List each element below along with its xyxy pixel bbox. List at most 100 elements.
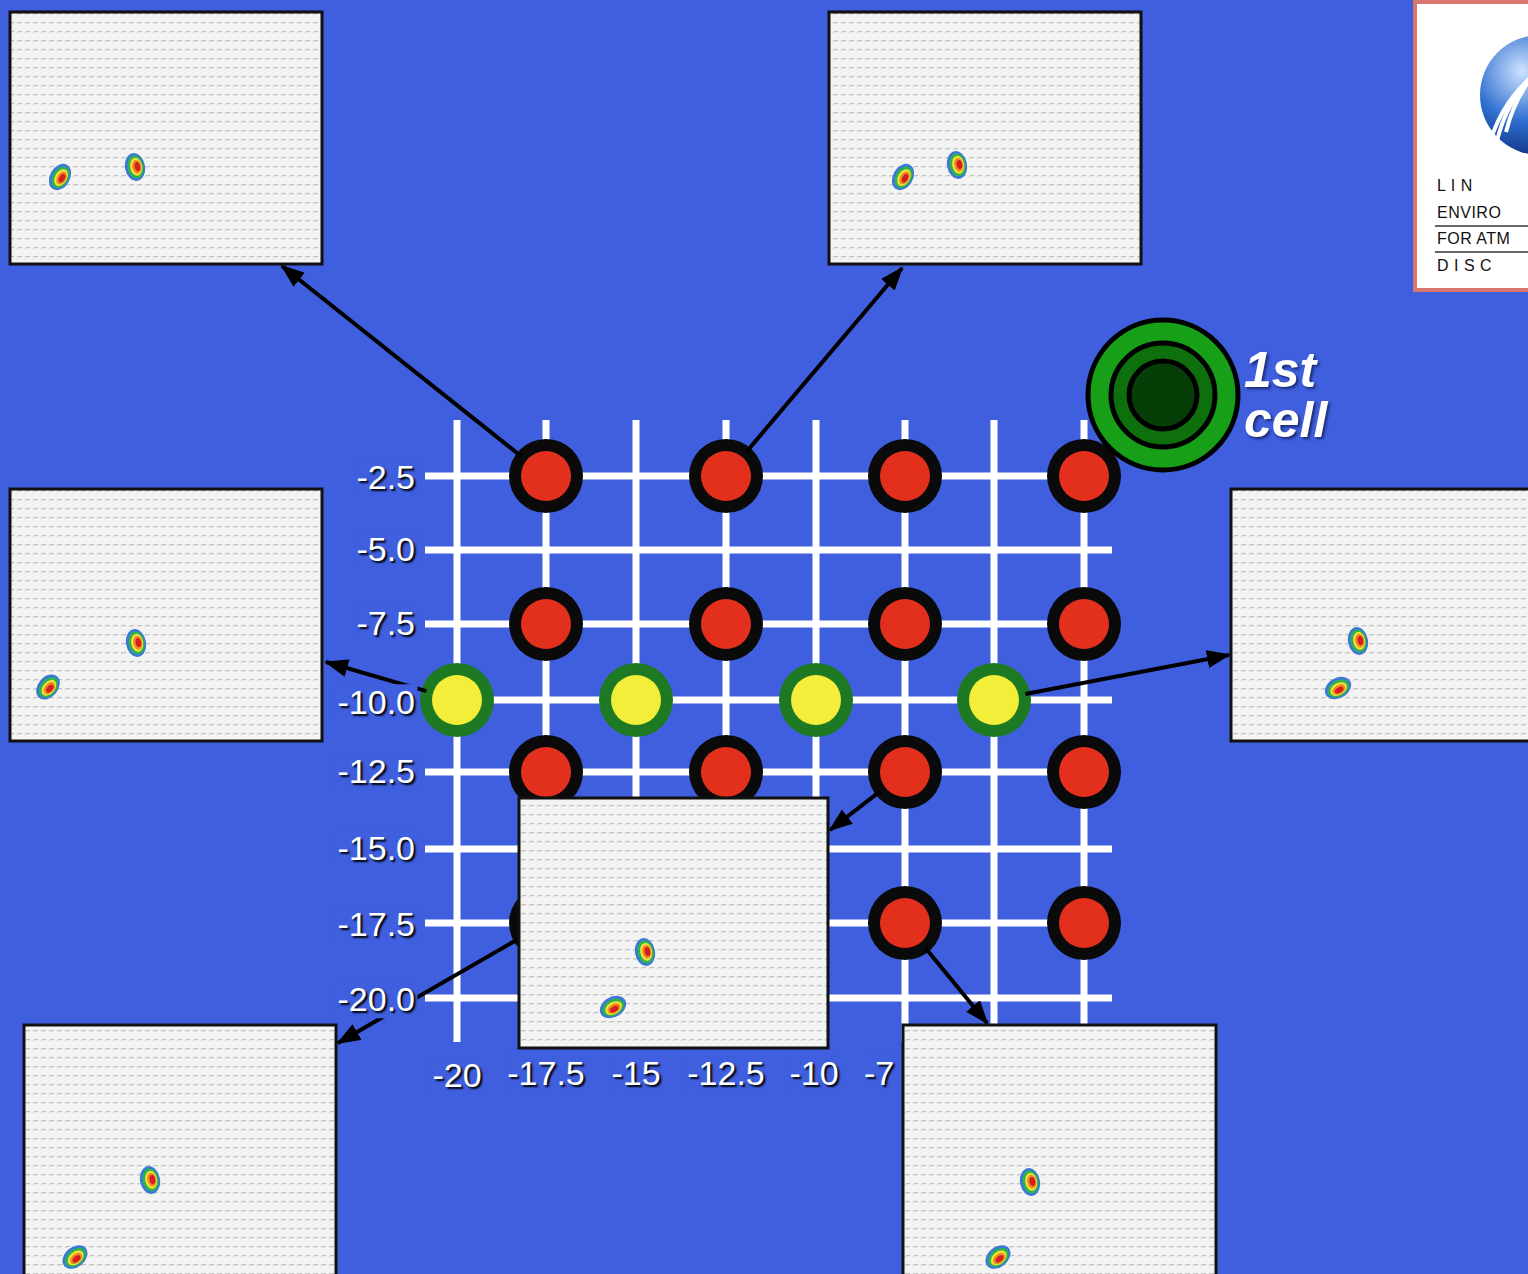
blob-contour [45,683,55,694]
inset-frame [903,1025,1216,1274]
grid-point [509,587,583,661]
grid-point-ring [1047,587,1121,661]
grid-point-core [701,599,751,649]
axis-tick-label: -10.0 [336,684,418,721]
blob-contour [1026,1174,1037,1189]
blob-contour [1324,676,1352,701]
axis-tick-label: -17.5 [505,1055,587,1092]
blob-contour [900,173,909,184]
sample-point [957,663,1031,737]
blob-contour [1349,628,1369,653]
inset-plots [10,12,1528,1274]
cell-label: 1st cell [1244,345,1354,445]
blob-contour [603,998,625,1017]
blob-contour [68,1250,85,1266]
blob-contour [951,155,966,175]
grid-point [1047,735,1121,809]
blob-contour [948,152,968,177]
grid-point-core [1059,451,1109,501]
storm-cell-blob [887,160,918,194]
inset-plot [10,12,322,264]
blob-contour [41,680,57,697]
storm-cell-blob [31,670,64,704]
blob-contour [994,1254,1005,1264]
blob-contour [131,159,142,174]
blob-contour [644,947,651,957]
logo [1415,2,1528,290]
grid-point [868,886,942,960]
blob-contour [61,1244,89,1271]
blob-contour [981,1240,1015,1273]
blob-contour [891,163,916,191]
blob-contour [984,1244,1012,1271]
sample-point-core [969,675,1019,725]
grid-point-core [880,451,930,501]
blob-contour [1024,1172,1039,1192]
blob-contour [126,154,146,179]
inset-frame [519,798,828,1048]
blob-contour [633,936,658,967]
axis-tick-label: -20 [430,1057,483,1094]
blob-contour [1352,631,1367,651]
inset-plot [903,1025,1216,1274]
inset-frame [10,489,322,741]
blob-contour [599,995,627,1020]
grid-line [425,547,1112,554]
logo-mark [1480,35,1528,155]
blob-contour [956,160,963,170]
storm-cell-blob [596,991,630,1022]
axis-tick-label: -2.5 [354,459,417,496]
blob-contour [894,167,913,189]
blob-contour [1357,636,1364,646]
grid-point-core [521,451,571,501]
blob-contour [1021,1169,1041,1194]
first-cell-symbol [1088,320,1238,470]
axis-tick-label: -5.0 [354,531,417,568]
grid-point-core [1059,599,1109,649]
blob-contour [1354,633,1365,648]
blob-contour [1328,679,1350,698]
logo-rule [1435,225,1528,227]
sample-point-core [791,675,841,725]
sample-point-ring [957,663,1031,737]
logo-text: FOR ATM [1437,230,1510,248]
blob-contour [596,991,630,1022]
blob-contour [123,151,148,182]
blob-contour [39,677,60,699]
blob-contour [606,1001,623,1016]
blob-contour [138,1164,163,1195]
storm-cell-blob [633,936,658,967]
blob-contour [988,1248,1010,1269]
sample-point [599,663,673,737]
blob-contour [897,170,912,187]
grid-point-ring [868,439,942,513]
blob-contour [1018,1166,1043,1197]
blob-contour [636,939,656,964]
inset-plot [24,1025,336,1274]
sample-point-ring [779,663,853,737]
axis-tick-label: -15.0 [336,830,418,867]
grid-point-core [521,747,571,797]
sample-point-group [420,663,1031,737]
cell-ring [1129,361,1197,429]
inset-plot [10,489,322,741]
storm-cell-blob [1346,625,1371,656]
blob-contour [1334,685,1345,694]
storm-cell-blob [124,627,149,658]
storm-cell-blob [123,151,148,182]
grid-point-core [701,451,751,501]
grid-point-ring [1047,886,1121,960]
blob-contour [953,157,964,172]
blob-contour [144,1170,159,1190]
grid-point-ring [689,439,763,513]
logo-sphere [1480,35,1528,155]
storm-cell-blob [945,149,970,180]
grid-point-ring [868,735,942,809]
logo-text: L I N [1437,177,1473,195]
inset-plot [829,12,1141,264]
inset-frame [10,12,322,264]
sample-point-ring [420,663,494,737]
blob-contour [135,638,142,648]
blob-contour [129,157,144,177]
grid-point-core [880,599,930,649]
